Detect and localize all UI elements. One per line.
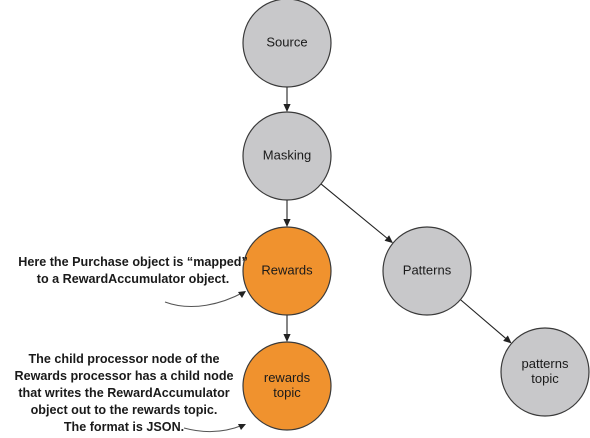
topic-callout-line-3: that writes the RewardAccumulator: [18, 386, 229, 400]
topic-callout: The child processor node of the Rewards …: [14, 352, 246, 434]
topic-callout-line-2: Rewards processor has a child node: [14, 369, 233, 383]
node-label-patterns-topic-0: patterns: [522, 356, 569, 371]
rewards-callout: Here the Purchase object is “mapped” to …: [18, 255, 248, 308]
arrowhead-masking-to-rewards: [283, 219, 291, 227]
edges-layer: [283, 87, 512, 344]
node-label-patterns-topic-1: topic: [531, 371, 559, 386]
edge-patterns-to-patterns-topic: [460, 299, 506, 339]
topic-callout-line-5: The format is JSON.: [64, 420, 184, 434]
arrowhead-source-to-masking: [283, 104, 291, 112]
node-label-rewards-topic-1: topic: [273, 385, 301, 400]
arrowhead-masking-to-patterns: [384, 235, 394, 244]
node-circle-patterns: [382, 226, 472, 316]
rewards-callout-line-2: to a RewardAccumulator object.: [37, 272, 229, 286]
topic-callout-arrowhead: [238, 424, 246, 430]
arrowhead-patterns-to-patterns-topic: [503, 335, 512, 344]
node-circle-rewards: [242, 226, 332, 316]
rewards-callout-line-1: Here the Purchase object is “mapped”: [18, 255, 248, 269]
topic-callout-pointer: [183, 424, 244, 433]
arrowhead-rewards-to-rewards-topic: [283, 334, 291, 342]
node-circle-masking: [242, 111, 332, 201]
node-label-rewards-0: Rewards: [261, 262, 313, 277]
node-circle-rewards-topic: [242, 341, 332, 431]
node-circle-patterns-topic: [500, 327, 590, 417]
topic-callout-line-1: The child processor node of the: [28, 352, 219, 366]
node-label-masking-0: Masking: [263, 147, 311, 162]
node-label-patterns-0: Patterns: [403, 262, 452, 277]
node-circle-source: [242, 0, 332, 88]
rewards-callout-pointer: [164, 291, 245, 308]
node-rewards: Rewards: [242, 226, 332, 316]
node-source: Source: [242, 0, 332, 88]
node-label-source-0: Source: [266, 34, 307, 49]
rewards-callout-arrowhead: [238, 291, 246, 298]
topic-callout-line-4: object out to the rewards topic.: [31, 403, 218, 417]
edge-masking-to-patterns: [320, 183, 388, 239]
node-patterns: Patterns: [382, 226, 472, 316]
node-masking: Masking: [242, 111, 332, 201]
node-label-rewards-topic-0: rewards: [264, 370, 311, 385]
